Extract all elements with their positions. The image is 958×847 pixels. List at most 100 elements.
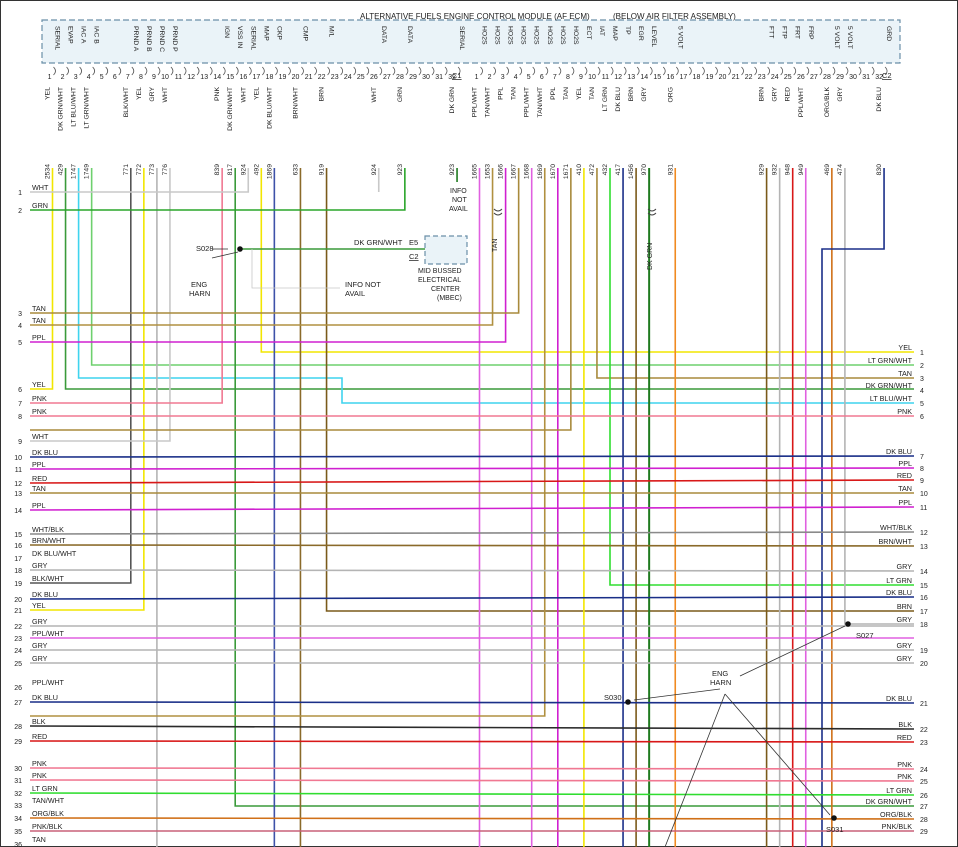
left-wire-20-number: 20 xyxy=(14,597,22,604)
c1-pin-16-circuit: 924 xyxy=(240,164,247,176)
c2-pin-5-function: HO2S xyxy=(533,26,540,45)
c1-pin-10-circuit: 776 xyxy=(162,164,169,176)
c2-pin-28-wire-color: ORG/BLK xyxy=(824,87,831,118)
c2-pin-14-number: 14 xyxy=(640,74,648,81)
c2-pin-2-number: 2 xyxy=(488,74,492,81)
left-wire-17-color-label: DK BLU/WHT xyxy=(32,549,77,558)
splice-s030-label: S030 xyxy=(604,693,622,702)
c1-pin-1-terminal xyxy=(53,66,56,76)
c2-pin-11-circuit: 432 xyxy=(602,164,609,176)
eng-harn-2-line1: ENG xyxy=(712,669,728,678)
wire-pass-left-34-right-28 xyxy=(29,817,915,820)
wire-c2-2-to-left-4 xyxy=(30,168,494,326)
c2-pin-21-terminal xyxy=(741,66,744,76)
c2-pin-5-terminal xyxy=(532,66,536,76)
right-wire-28-color-label: ORG/BLK xyxy=(880,810,912,819)
c2-pin-23-wire-color: BRN xyxy=(759,87,766,101)
left-wire-12-number: 12 xyxy=(14,481,22,488)
leader-eng-harn-2-to-s031 xyxy=(724,693,831,816)
c2-pin-26-terminal xyxy=(806,66,810,76)
c1-pin-9-function: PRND C xyxy=(158,26,165,52)
c2-pin-3-terminal xyxy=(506,66,509,76)
info-not-avail-1-line1: INFO xyxy=(450,188,467,195)
right-wire-14-color-label: GRY xyxy=(897,562,913,571)
c2-pin-3-wire-color: PPL xyxy=(498,87,505,100)
right-wire-24-color-label: PNK xyxy=(897,760,912,769)
right-wire-19-color-label: GRY xyxy=(897,641,913,650)
right-wire-3-number: 3 xyxy=(920,376,924,383)
c1-pin-15-terminal xyxy=(235,66,239,76)
c1-pin-26-terminal xyxy=(379,66,383,76)
c2-pin-27-terminal xyxy=(819,66,823,76)
left-wire-9-color-label: WHT xyxy=(32,432,49,441)
left-wire-11-number: 11 xyxy=(15,467,22,474)
c2-pin-8-wire-color: TAN xyxy=(563,87,570,100)
left-wire-34-number: 34 xyxy=(14,816,22,823)
c1-pin-9-circuit: 773 xyxy=(149,164,156,176)
c1-pin-19-terminal xyxy=(288,66,291,76)
c2-pin-18-terminal xyxy=(702,66,705,76)
c2-pin-23-terminal xyxy=(767,66,770,76)
c1-pin-5-number: 5 xyxy=(100,74,104,81)
right-wire-27-color-label: DK GRN/WHT xyxy=(866,797,913,806)
c2-pin-20-number: 20 xyxy=(719,74,727,81)
c1-pin-13-number: 13 xyxy=(200,74,208,81)
right-wire-1-color-label: YEL xyxy=(898,343,912,352)
c2-pin-8-function: HO2S xyxy=(572,26,579,45)
left-wire-1-color-label: WHT xyxy=(32,183,49,192)
wire-c1-14-to-left-7 xyxy=(30,168,223,404)
wire-pass-left-29-right-23 xyxy=(29,740,915,743)
c2-pin-30-terminal xyxy=(858,66,862,76)
c1-pin-28-terminal xyxy=(405,66,409,76)
right-wire-15-color-label: LT GRN xyxy=(886,576,912,585)
wire-c2-11-to-right-15 xyxy=(609,168,914,586)
info-not-avail-1-line3: AVAIL xyxy=(449,206,468,213)
c2-pin-3-number: 3 xyxy=(501,74,505,81)
wire-pass-left-11-right-8 xyxy=(29,467,915,470)
c1-pin-10-function: PRND P xyxy=(171,26,178,52)
c1-pin-32-terminal xyxy=(457,66,461,76)
right-wire-1-number: 1 xyxy=(920,350,924,357)
eng-harn-2-line2: HARN xyxy=(710,678,731,687)
left-wire-8-color-label: PNK xyxy=(32,407,47,416)
c2-pin-31-terminal xyxy=(871,66,875,76)
left-wire-10-number: 10 xyxy=(14,455,22,462)
c2-pin-13-function: EGR xyxy=(637,26,644,41)
c1-pin-15-circuit: 817 xyxy=(227,164,234,176)
c1-pin-14-circuit: 839 xyxy=(214,164,221,176)
left-wire-33-number: 33 xyxy=(14,803,22,810)
c1-pin-17-terminal xyxy=(262,66,265,76)
left-wire-23-number: 23 xyxy=(14,636,22,643)
c2-pin-28-function: 5 VOLT xyxy=(833,26,840,49)
c2-pin-5-circuit: 1668 xyxy=(524,164,531,179)
right-wire-8-number: 8 xyxy=(920,466,924,473)
c1-pin-1-circuit: 2534 xyxy=(45,164,52,179)
left-wire-21-number: 21 xyxy=(14,608,22,615)
wire-c2-29-to-right-18 xyxy=(844,168,914,625)
c2-pin-14-circuit: 970 xyxy=(641,164,648,176)
c1-pin-15-function: VSS IN xyxy=(236,26,243,48)
c2-pin-11-function: MAP xyxy=(611,26,618,41)
right-wire-12-number: 12 xyxy=(920,530,928,537)
c1-pin-9-number: 9 xyxy=(152,74,156,81)
wire-c2-10-to-right-3 xyxy=(596,168,914,379)
c2-pin-10-circuit: 472 xyxy=(589,164,596,176)
left-wire-36-color-label: TAN xyxy=(32,835,46,844)
c2-pin-7-circuit: 1670 xyxy=(550,164,557,179)
mbec-label-2: ELECTRICAL xyxy=(418,277,461,284)
right-wire-14-number: 14 xyxy=(920,569,928,576)
c1-pin-22-terminal xyxy=(327,66,330,76)
c2-pin-22-number: 22 xyxy=(745,74,753,81)
wire-pass-left-15-right-12 xyxy=(29,531,915,535)
c2-pin-7-terminal xyxy=(558,66,562,76)
c2-pin-13-number: 13 xyxy=(627,74,635,81)
c2-pin-7-wire-color: PPL xyxy=(550,87,557,100)
wire-pass-left-20-right-16 xyxy=(29,596,915,600)
leader-eng-harn-1 xyxy=(211,251,239,259)
info-not-avail-2-line1: INFO NOT xyxy=(345,280,381,289)
left-wire-16-number: 16 xyxy=(14,543,22,550)
c1-pin-20-terminal xyxy=(301,66,304,76)
c1-pin-2-number: 2 xyxy=(61,74,65,81)
c1-pin-16-terminal xyxy=(248,66,252,76)
right-wire-17-color-label: BRN xyxy=(897,602,912,611)
